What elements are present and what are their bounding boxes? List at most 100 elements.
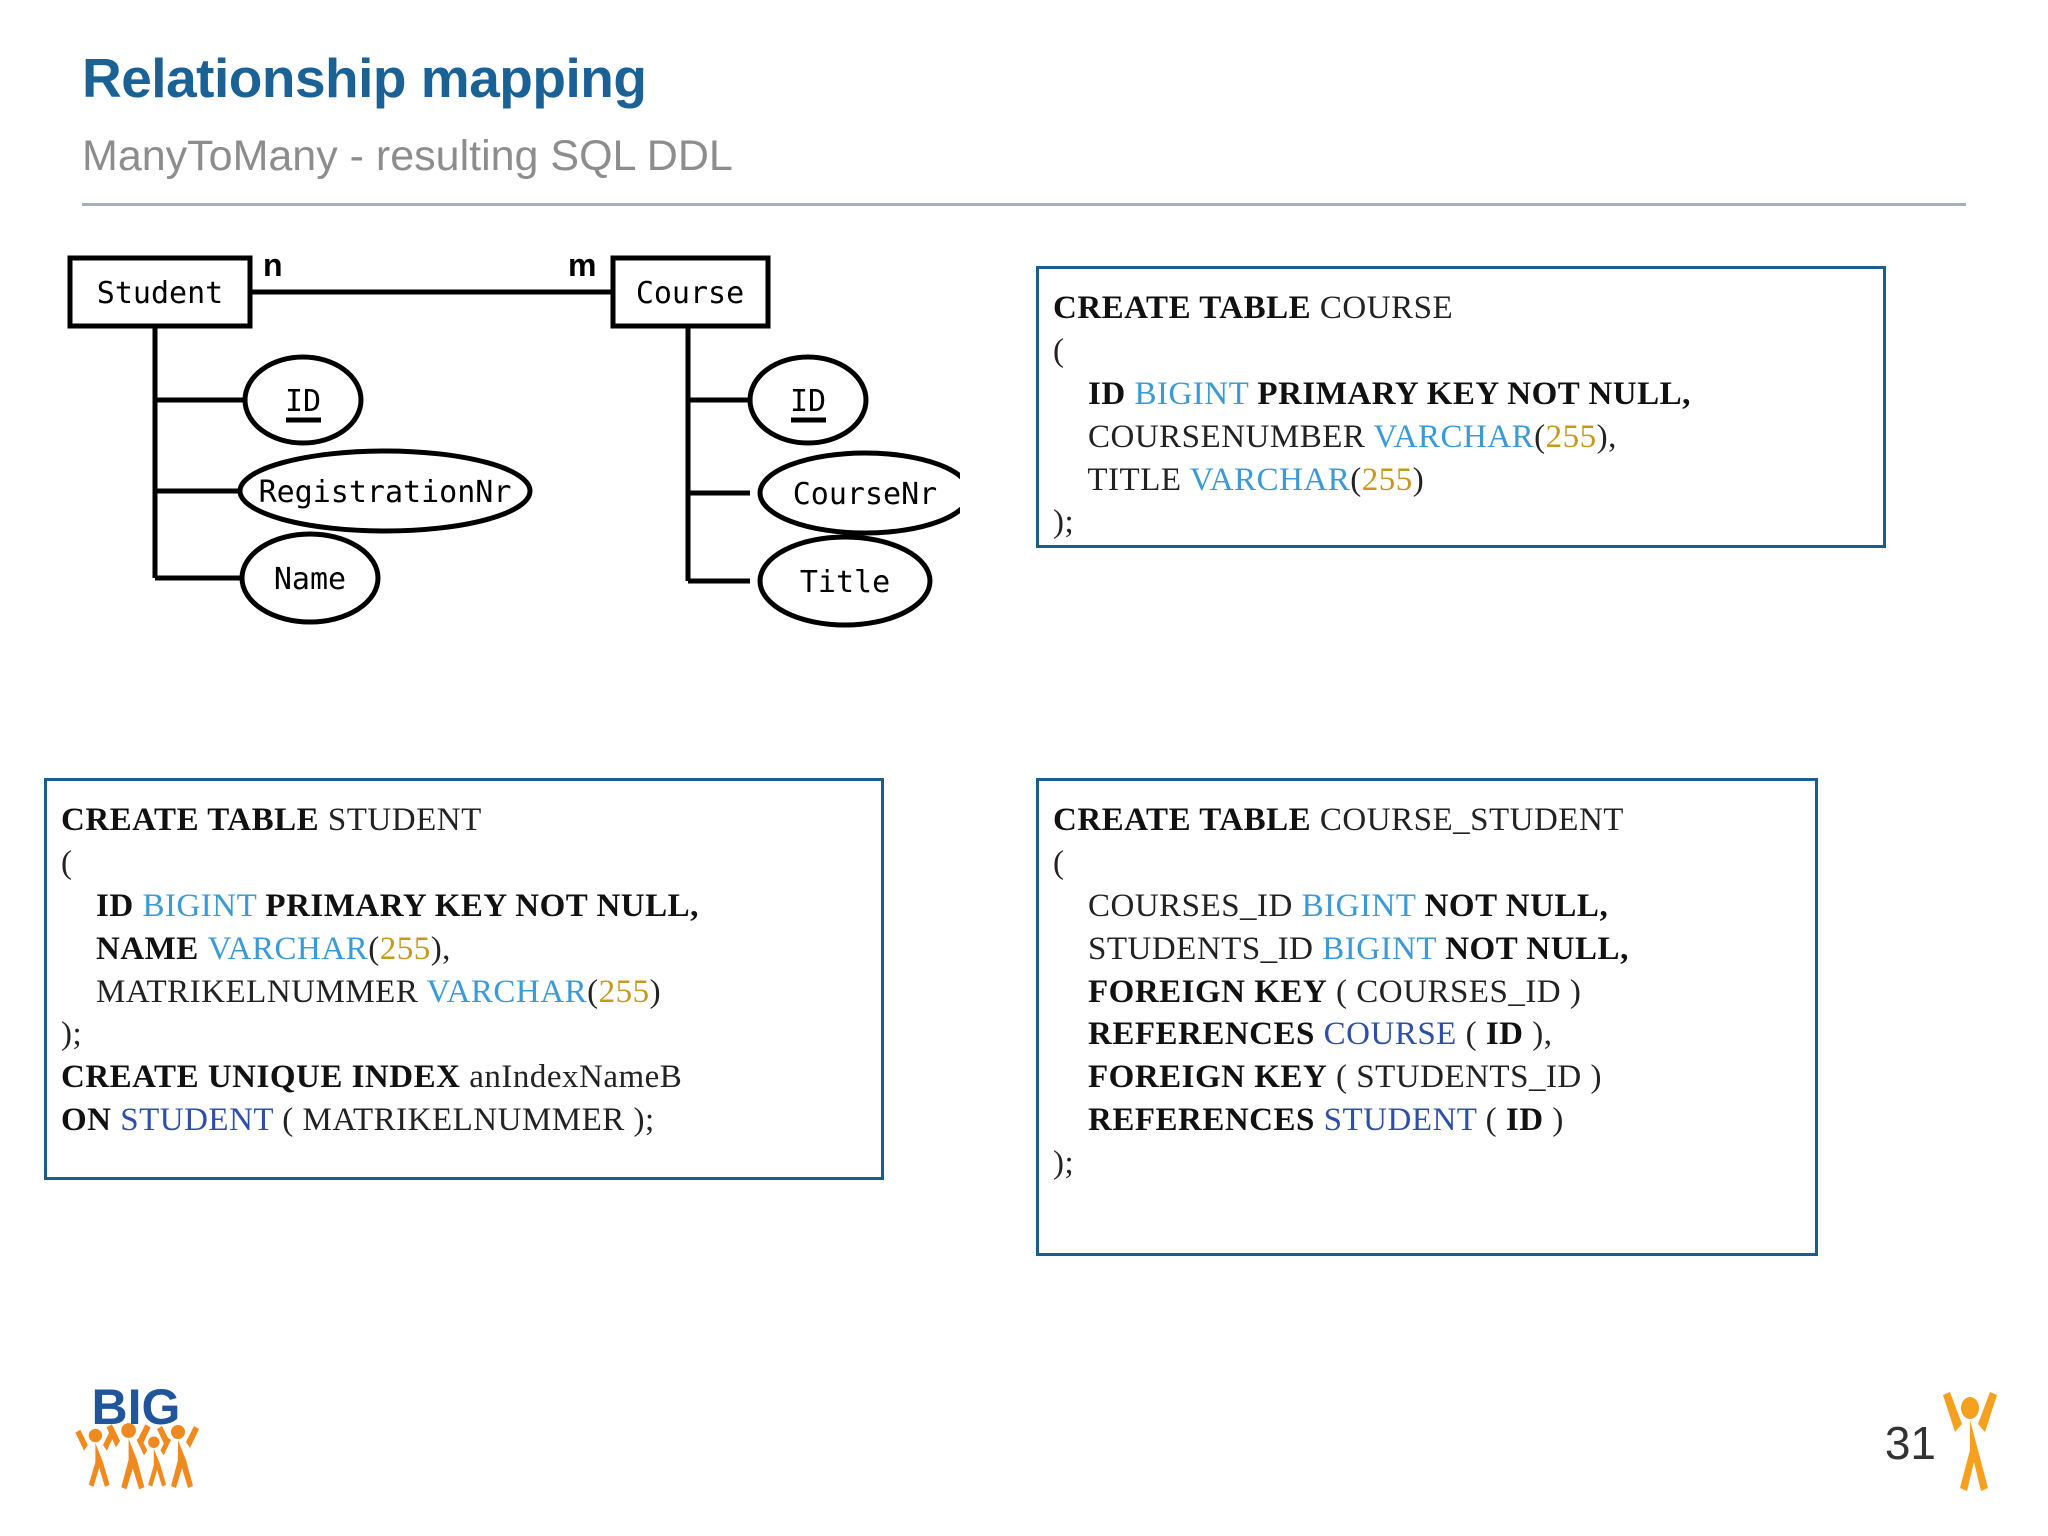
sql-line: ( [61,842,867,885]
sql-line: MATRIKELNUMMER VARCHAR(255) [61,971,867,1014]
sql-token-kw: ID [1088,375,1135,412]
sql-line: ); [61,1013,867,1056]
sql-token-num: 255 [1545,418,1597,455]
er-diagram: Student Course ID RegistrationNr Name ID… [60,248,960,648]
sql-line: FOREIGN KEY ( STUDENTS_ID ) [1053,1056,1801,1099]
sql-line: CREATE TABLE COURSE [1053,287,1869,330]
sql-token-plain [61,888,96,924]
sql-token-plain: ( STUDENTS_ID ) [1327,1059,1603,1096]
sql-token-kw: REFERENCES [1088,1102,1324,1139]
sql-token-plain: ( [1456,1016,1486,1053]
sql-token-plain: ( [368,930,380,967]
sql-line: NAME VARCHAR(255), [61,928,867,971]
sql-token-plain [1053,1102,1088,1138]
sql-line: ID BIGINT PRIMARY KEY NOT NULL, [61,885,867,928]
sql-token-plain: ( [1350,461,1362,498]
er-cardinality-n: n [263,248,283,283]
er-cardinality-m: m [568,248,596,283]
sql-token-plain: ( COURSES_ID ) [1327,973,1582,1010]
sql-token-type: VARCHAR [1373,418,1535,455]
sql-token-plain [1053,1016,1088,1052]
sql-token-num: 255 [598,973,650,1010]
sql-token-plain [1053,376,1088,412]
sql-token-type: VARCHAR [1189,461,1351,498]
sql-line: ); [1053,1142,1801,1185]
page-number: 31 [1884,1417,1936,1469]
er-attr-student-registrationnr-label: RegistrationNr [259,475,512,510]
sql-token-kw: CREATE TABLE [1053,290,1320,326]
big-logo-figures [75,1423,199,1490]
sql-token-tbl: STUDENT [1323,1102,1477,1139]
sql-token-plain: ) [1543,1102,1564,1139]
sql-token-plain: MATRIKELNUMMER [61,973,427,1010]
sql-token-type: BIGINT [1134,375,1258,412]
sql-token-tbl: COURSE [1323,1016,1457,1053]
sql-token-kw: CREATE UNIQUE INDEX [61,1059,470,1096]
sql-line: COURSES_ID BIGINT NOT NULL, [1053,885,1801,928]
sql-line: TITLE VARCHAR(255) [1053,459,1869,502]
sql-token-type: VARCHAR [426,973,588,1010]
sql-token-type: VARCHAR [207,930,369,967]
sql-token-tbl: STUDENT [120,1102,274,1139]
sql-token-plain: ( MATRIKELNUMMER ); [273,1102,655,1139]
sql-token-kw: FOREIGN KEY [1088,1059,1328,1096]
sql-token-plain: ( [587,973,599,1010]
sql-token-num: 255 [379,930,431,967]
sql-token-plain: ); [1053,504,1075,541]
er-attr-student-id-label: ID [285,384,321,419]
sql-token-kw: NOT NULL, [1445,930,1629,967]
sql-block-course-student: CREATE TABLE COURSE_STUDENT ( COURSES_ID … [1036,778,1818,1256]
sql-token-plain [1053,974,1088,1010]
sql-token-plain: ), [1523,1016,1553,1053]
sql-token-kw: REFERENCES [1088,1016,1324,1053]
sql-token-kw: CREATE TABLE [1053,802,1320,838]
sql-token-kw: ID [96,887,143,924]
sql-line: ID BIGINT PRIMARY KEY NOT NULL, [1053,373,1869,416]
sql-token-kw: PRIMARY KEY NOT NULL, [1257,375,1691,412]
sql-token-plain: ); [61,1016,83,1053]
sql-token-plain: ), [430,930,451,967]
er-entity-course-label: Course [636,276,744,311]
sql-token-plain: ), [1596,418,1617,455]
sql-token-plain: ( [1476,1102,1506,1139]
page-subtitle: ManyToMany - resulting SQL DDL [82,132,733,180]
sql-token-plain: ( [1053,844,1065,881]
sql-token-plain: COURSES_ID [1053,887,1302,924]
sql-line: ON STUDENT ( MATRIKELNUMMER ); [61,1099,867,1142]
sql-token-kw: ID [1505,1102,1544,1139]
sql-token-plain: ); [1053,1145,1075,1182]
header-divider [82,203,1966,206]
page-figure-icon [1940,1384,2000,1494]
er-attr-course-coursenr-label: CourseNr [793,477,938,512]
sql-token-plain: STUDENTS_ID [1053,930,1323,967]
sql-token-plain: ( [1534,418,1546,455]
er-attr-student-name-label: Name [274,562,346,597]
sql-token-plain: ) [649,973,662,1010]
sql-token-plain: COURSE [1319,290,1454,326]
sql-line: CREATE UNIQUE INDEX anIndexNameB [61,1056,867,1099]
sql-line: REFERENCES COURSE ( ID ), [1053,1013,1801,1056]
sql-line: COURSENUMBER VARCHAR(255), [1053,416,1869,459]
sql-token-plain [61,931,96,967]
sql-line: STUDENTS_ID BIGINT NOT NULL, [1053,928,1801,971]
sql-token-plain: STUDENT [327,802,482,838]
sql-token-kw: NAME [96,930,208,967]
sql-token-plain: ( [1053,332,1065,369]
sql-token-plain: TITLE [1053,461,1190,498]
sql-token-kw: FOREIGN KEY [1088,973,1328,1010]
sql-token-type: BIGINT [142,887,266,924]
sql-token-plain: COURSENUMBER [1053,418,1374,455]
sql-token-kw: ID [1485,1016,1524,1053]
big-logo: BIG [66,1378,206,1496]
sql-token-kw: PRIMARY KEY NOT NULL, [265,887,699,924]
sql-line: CREATE TABLE STUDENT [61,799,867,842]
sql-token-kw: NOT NULL, [1424,887,1609,924]
sql-token-num: 255 [1361,461,1413,498]
sql-token-type: BIGINT [1322,930,1446,967]
sql-token-plain: COURSE_STUDENT [1319,802,1624,838]
sql-token-plain: anIndexNameB [469,1059,683,1096]
sql-block-course: CREATE TABLE COURSE( ID BIGINT PRIMARY K… [1036,266,1886,548]
sql-line: FOREIGN KEY ( COURSES_ID ) [1053,971,1801,1014]
sql-line: ( [1053,330,1869,373]
